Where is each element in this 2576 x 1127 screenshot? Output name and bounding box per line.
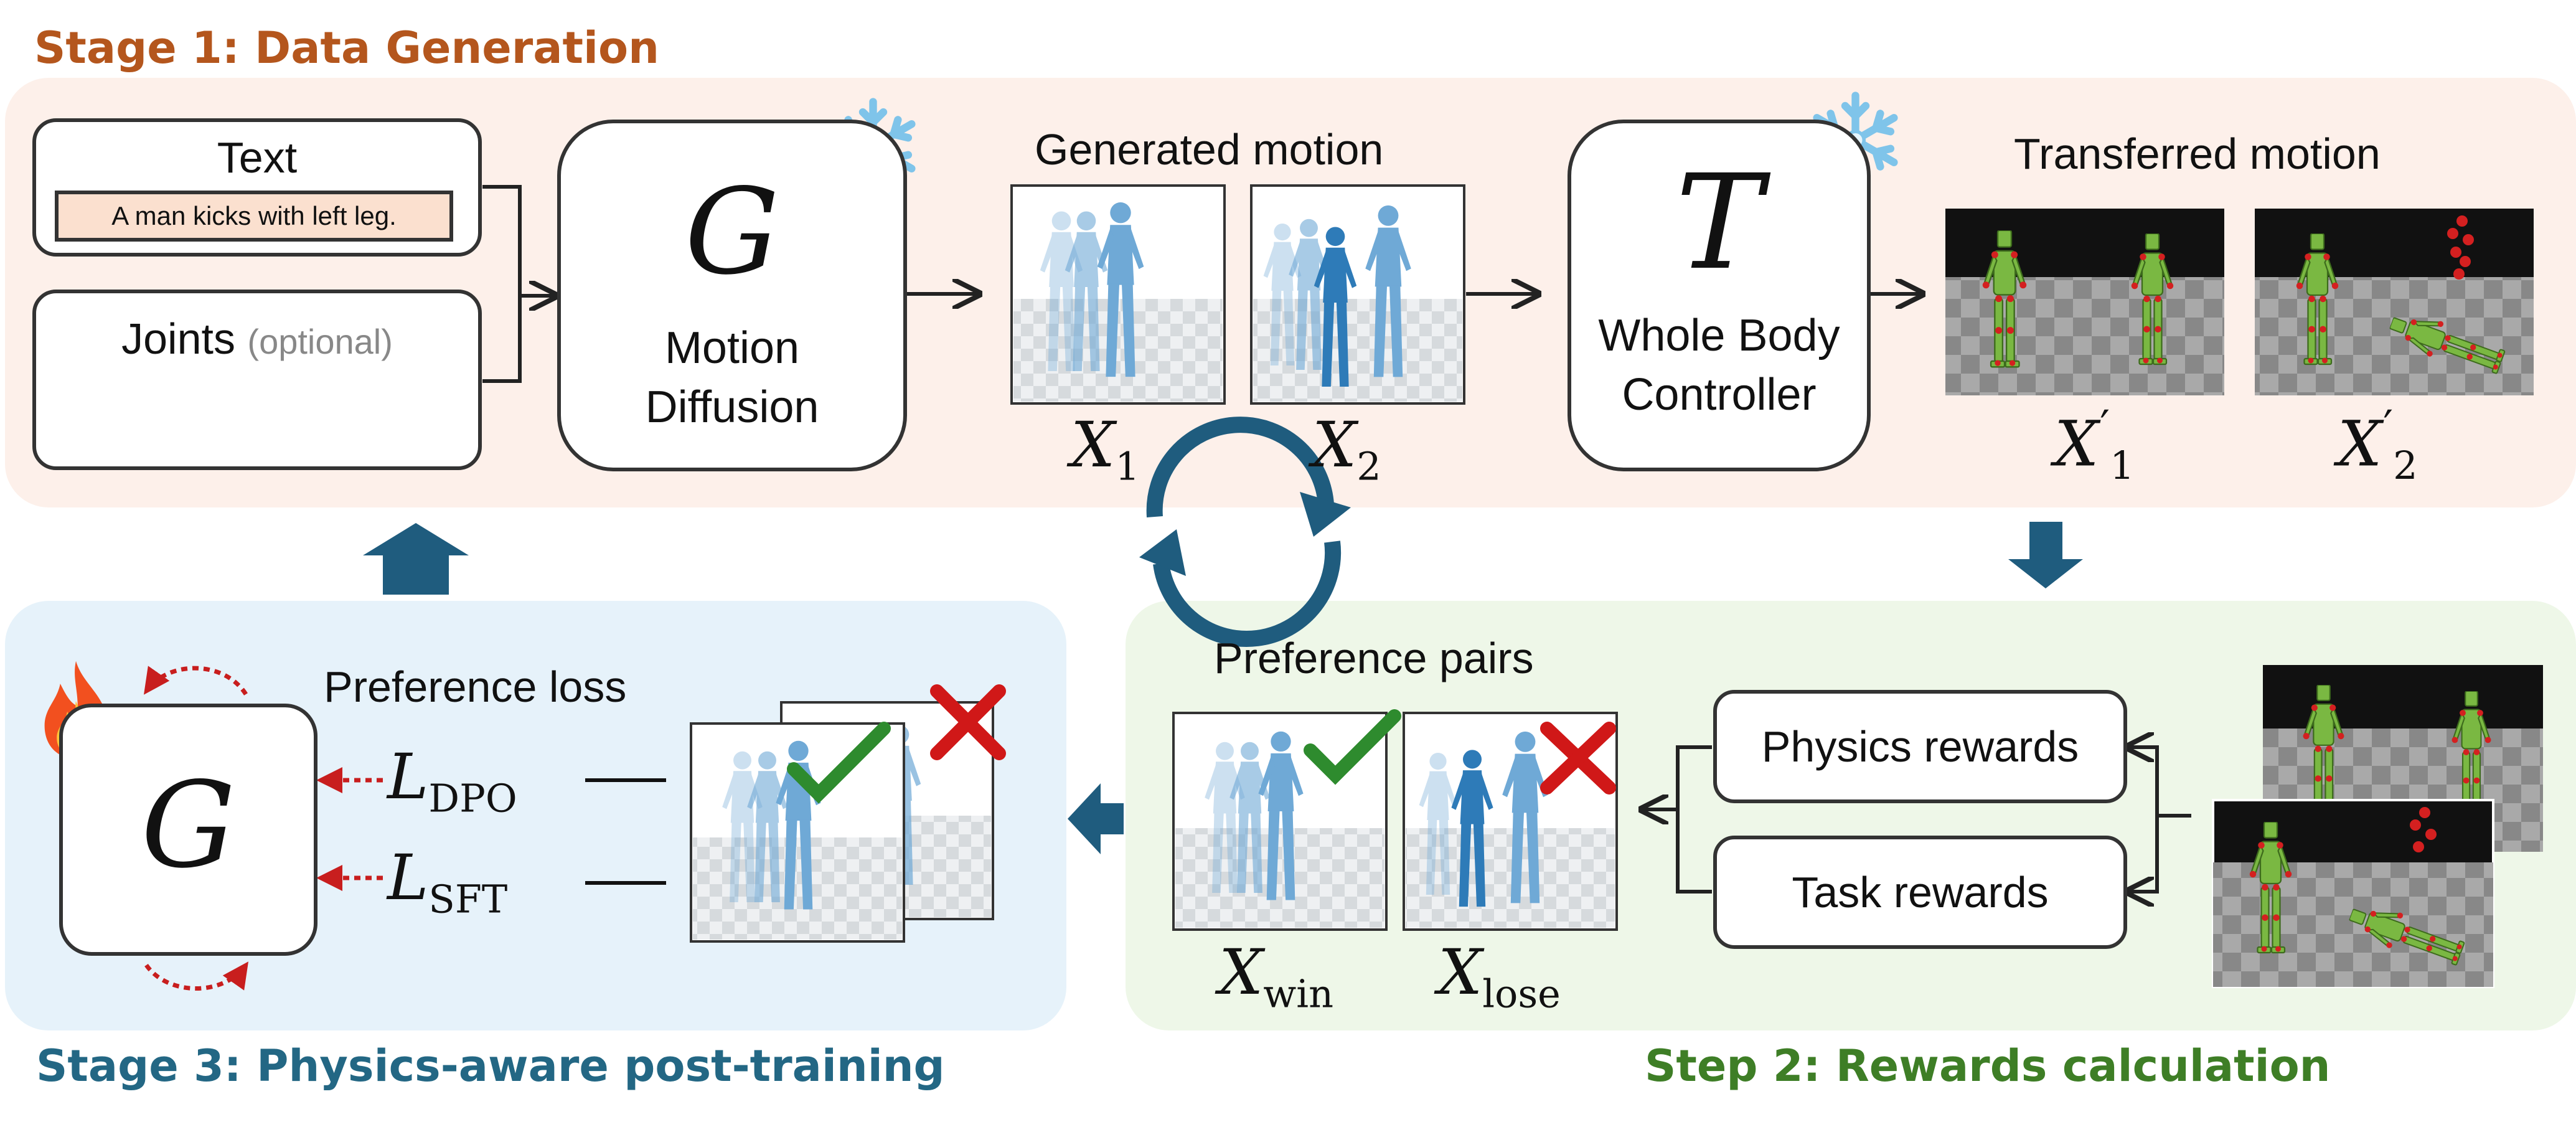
- controller-line1: Whole Body: [1598, 311, 1840, 361]
- motion-diffusion-line1: Motion: [664, 323, 800, 373]
- target-joint-markers: [2447, 215, 2474, 280]
- input-merge-connector: [482, 185, 554, 383]
- left-arrow: [1068, 783, 1124, 854]
- controller-line2: Controller: [1622, 370, 1817, 420]
- training-pair-front-image: [690, 722, 905, 943]
- up-arrow: [363, 523, 469, 595]
- transferred-motion-x1-image: [1945, 209, 2224, 395]
- transferred-motion-label: Transferred motion: [2014, 130, 2381, 178]
- text-box-label: Text: [217, 133, 298, 182]
- generated-motion-x2-image: [1250, 184, 1465, 405]
- down-arrow: [2008, 522, 2083, 588]
- physics-rewards-box: Physics rewards: [1713, 690, 2127, 803]
- x-lose-label: Xlose: [1438, 936, 1561, 1017]
- pair-win-image: [1172, 712, 1388, 931]
- x1-prime-label: X′1: [2054, 401, 2135, 489]
- preference-pairs-label: Preference pairs: [1214, 634, 1534, 682]
- rewards-connectors: [1643, 747, 2191, 892]
- checkmark-icon: [1304, 709, 1401, 785]
- transferred-motion-x2-image: [2255, 209, 2534, 395]
- joints-box-label: Joints (optional): [36, 317, 478, 361]
- preference-loss-label: Preference loss: [324, 663, 627, 711]
- x-win-label: Xwin: [1219, 936, 1334, 1017]
- loss-dpo-label: LDPO: [387, 740, 517, 821]
- x2-label: X2: [1312, 408, 1381, 489]
- stage3-title: Stage 3: Physics-aware post-training: [36, 1040, 945, 1092]
- text-input-box: Text A man kicks with left leg.: [32, 118, 482, 257]
- loss-connector-lines: [585, 778, 666, 885]
- x1-label: X1: [1071, 408, 1140, 489]
- cross-icon: [930, 684, 1006, 760]
- generated-motion-x1-image: [1010, 184, 1226, 405]
- trainable-model-symbol-g: G: [141, 757, 236, 894]
- cycle-arrows-icon: [1139, 417, 1351, 648]
- stage1-title: Stage 1: Data Generation: [34, 22, 659, 73]
- checkmark-icon: [787, 722, 891, 804]
- joints-label: Joints: [121, 314, 235, 363]
- joints-input-box: Joints (optional): [32, 290, 482, 470]
- x2-prime-label: X′2: [2338, 401, 2418, 489]
- model-symbol-g: G: [685, 163, 779, 301]
- dotted-cycle-arrows: [143, 666, 249, 991]
- controller-symbol-t: T: [1675, 146, 1763, 299]
- whole-body-controller-box: T Whole Body Controller: [1568, 120, 1871, 471]
- text-prompt-field: A man kicks with left leg.: [55, 191, 453, 242]
- reward-sim-image-front: [2212, 799, 2494, 988]
- trainable-model-box: G: [59, 704, 317, 956]
- task-rewards-box: Task rewards: [1713, 836, 2127, 949]
- loss-sft-label: LSFT: [387, 841, 508, 922]
- step2-title: Step 2: Rewards calculation: [1645, 1040, 2331, 1092]
- generated-motion-label: Generated motion: [1035, 125, 1384, 174]
- motion-diffusion-line2: Diffusion: [645, 382, 819, 432]
- cross-icon: [1540, 722, 1616, 795]
- motion-diffusion-box: G Motion Diffusion: [557, 120, 907, 471]
- joints-optional-label: (optional): [247, 322, 393, 361]
